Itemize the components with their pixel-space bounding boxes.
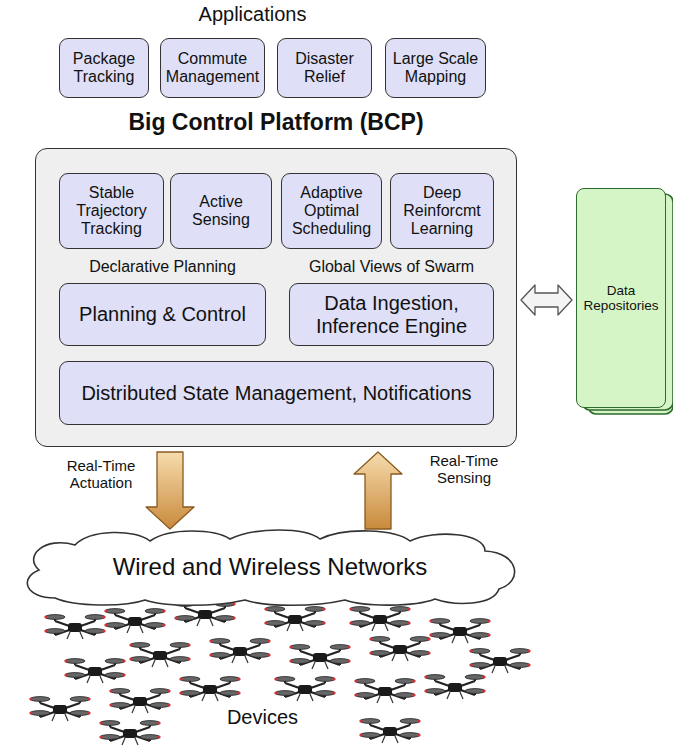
- drone-icon: [274, 677, 335, 701]
- double-arrow: [521, 285, 572, 315]
- text-holder: Disaster Relief: [278, 39, 371, 97]
- box-text: Disaster Relief: [282, 50, 367, 86]
- box-text: Large Scale Mapping: [390, 50, 481, 86]
- heading-text: Global Views of Swarm: [230, 258, 553, 276]
- text-holder: Data Repositories: [577, 189, 665, 407]
- box-text: Package Tracking: [64, 50, 144, 86]
- text-holder: Commute Management: [161, 39, 264, 97]
- drone-icon: [44, 615, 105, 639]
- drone-icon: [129, 643, 190, 667]
- module-box: Deep Reinforcmt Learning: [390, 173, 494, 249]
- text-holder: Deep Reinforcmt Learning: [391, 174, 493, 248]
- block-arrow: [146, 452, 194, 529]
- drone-icon: [179, 677, 240, 701]
- application-box: Commute Management: [160, 38, 265, 98]
- box-text: Active Sensing: [175, 193, 267, 229]
- text-holder: Distributed State Management, Notificati…: [60, 362, 493, 424]
- drone-icon: [64, 659, 125, 683]
- text-holder: Wired and Wireless Networks: [15, 526, 525, 608]
- text-holder: Stable Trajectory Tracking: [60, 174, 163, 248]
- drone-icon: [29, 697, 90, 721]
- application-box: Package Tracking: [59, 38, 149, 98]
- box-text: Stable Trajectory Tracking: [64, 184, 159, 238]
- box-text: Deep Reinforcmt Learning: [395, 184, 489, 238]
- platform-box: Stable Trajectory Tracking Active Sensing…: [35, 148, 517, 447]
- module-box: Adaptive Optimal Scheduling: [281, 173, 382, 249]
- drone-icon: [469, 649, 530, 673]
- heading-text: Big Control Platform (BCP): [0, 110, 576, 135]
- heading-text: Declarative Planning: [0, 258, 325, 276]
- module-box: Stable Trajectory Tracking: [59, 173, 164, 249]
- text-holder: Adaptive Optimal Scheduling: [282, 174, 381, 248]
- drone-icon: [354, 679, 415, 703]
- box-text: Planning & Control: [79, 303, 246, 325]
- application-box: Disaster Relief: [277, 38, 372, 98]
- text-holder: Active Sensing: [171, 174, 271, 248]
- text-holder: Package Tracking: [60, 39, 148, 97]
- application-box: Large Scale Mapping: [385, 38, 486, 98]
- drone-icon: [424, 675, 485, 699]
- box-text: Data Ingestion, Inference Engine: [294, 292, 489, 337]
- service-box: Data Ingestion, Inference EngineGlobal V…: [289, 283, 494, 346]
- drone-icon: [369, 637, 430, 661]
- edge-label: Real-Time Actuation: [60, 458, 142, 492]
- box-text: Commute Management: [165, 50, 260, 86]
- box-text: Data Repositories: [581, 283, 661, 313]
- service-box: Distributed State Management, Notificati…: [59, 361, 494, 425]
- repository-box: Data Repositories: [576, 188, 666, 408]
- module-box: Active Sensing: [170, 173, 272, 249]
- text-holder: Large Scale Mapping: [386, 39, 485, 97]
- block-arrow: [354, 452, 402, 529]
- edge-label: Real-Time Sensing: [424, 453, 504, 487]
- box-text: Distributed State Management, Notificati…: [81, 382, 471, 404]
- drone-icon: [349, 607, 410, 631]
- drone-icon: [99, 721, 160, 745]
- service-box: Planning & ControlDeclarative Planning: [59, 283, 266, 346]
- text-holder: Data Ingestion, Inference Engine: [290, 284, 493, 345]
- drone-icon: [289, 645, 350, 669]
- section-label: Applications: [0, 3, 505, 25]
- drone-icon: [359, 719, 420, 743]
- drone-icon: [109, 689, 170, 713]
- drone-icon: [209, 639, 270, 663]
- drone-icon: [264, 607, 325, 631]
- box-text: Wired and Wireless Networks: [113, 554, 428, 581]
- box-text: Adaptive Optimal Scheduling: [286, 184, 377, 238]
- drone-icon: [104, 609, 165, 633]
- cloud-shape: [27, 530, 514, 605]
- device-label: Devices: [0, 706, 525, 728]
- network-cloud: Wired and Wireless Networks: [15, 526, 525, 608]
- drone-icon: [429, 619, 490, 643]
- text-holder: Planning & Control: [60, 284, 265, 345]
